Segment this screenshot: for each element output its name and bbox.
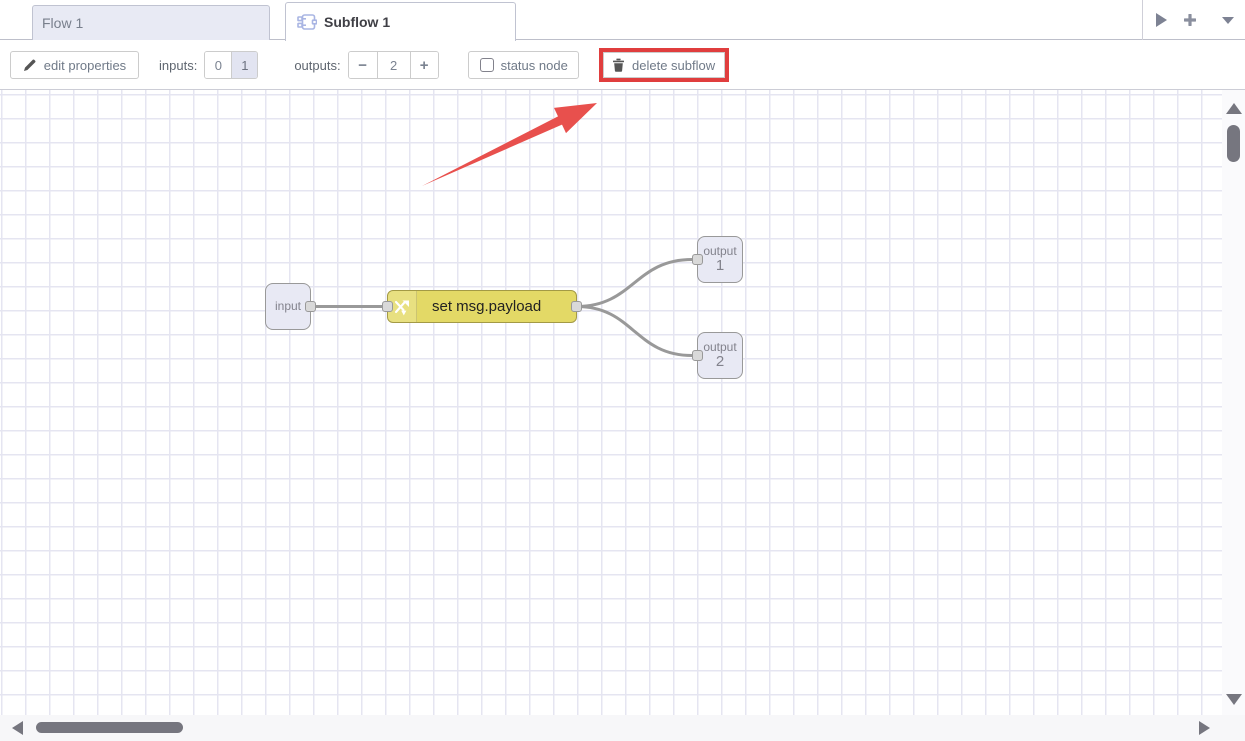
vertical-scroll-thumb[interactable] (1227, 125, 1240, 162)
scroll-left-arrow[interactable] (12, 721, 23, 735)
caret-down-icon (1222, 16, 1234, 24)
tabbar-divider (1142, 0, 1143, 40)
wire[interactable] (575, 305, 694, 357)
add-flow-button[interactable] (1177, 0, 1203, 40)
output-port[interactable] (571, 300, 582, 312)
node-label: output (703, 340, 737, 354)
horizontal-scrollbar (0, 715, 1245, 741)
play-icon (1155, 13, 1167, 27)
scroll-down-arrow[interactable] (1226, 694, 1242, 705)
delete-subflow-button[interactable]: delete subflow (602, 52, 725, 78)
subflow-toolbar: edit properties inputs: 0 1 outputs: − 2… (0, 41, 1245, 90)
shuffle-icon (388, 291, 417, 322)
annotation-highlight-box: delete subflow (598, 48, 729, 82)
inputs-option-1[interactable]: 1 (231, 52, 258, 78)
next-tab-button[interactable] (1148, 0, 1174, 40)
node-output-number: 2 (715, 353, 725, 370)
tab-list-button[interactable] (1215, 0, 1241, 40)
flow-canvas[interactable]: input set msg.payload output 1 (0, 90, 1222, 715)
node-change-set-msg-payload[interactable]: set msg.payload (382, 290, 582, 323)
tab-subflow-1-label: Subflow 1 (324, 14, 391, 30)
node-subflow-output-2[interactable]: output 2 (692, 332, 743, 379)
outputs-stepper: − 2 + (347, 51, 439, 79)
trash-icon (613, 58, 625, 72)
status-node-button[interactable]: status node (467, 51, 579, 79)
node-label: input (274, 299, 302, 313)
edit-properties-button[interactable]: edit properties (10, 51, 139, 79)
status-node-checkbox[interactable] (479, 58, 494, 72)
output-port[interactable] (305, 300, 316, 312)
scroll-right-arrow[interactable] (1199, 721, 1210, 735)
tab-subflow-1[interactable]: Subflow 1 (285, 2, 516, 41)
vertical-scrollbar (1222, 90, 1245, 715)
input-port[interactable] (692, 349, 703, 361)
tab-flow-1[interactable]: Flow 1 (32, 5, 270, 40)
delete-subflow-label: delete subflow (632, 57, 716, 73)
status-node-label: status node (500, 57, 568, 73)
inputs-label: inputs: (159, 57, 198, 73)
wire[interactable] (575, 258, 694, 308)
inputs-toggle-group: 0 1 (204, 51, 259, 79)
workspace-tab-bar: Flow 1 Subflow 1 (0, 0, 1245, 41)
outputs-decrease-button[interactable]: − (348, 52, 377, 78)
edit-properties-label: edit properties (43, 57, 127, 73)
node-subflow-input[interactable]: input (265, 283, 316, 330)
inputs-option-0[interactable]: 0 (205, 52, 232, 78)
outputs-label: outputs: (294, 57, 341, 73)
wires-layer (311, 258, 694, 357)
node-label: output (703, 244, 737, 258)
plus-icon (1184, 14, 1196, 26)
input-port[interactable] (382, 300, 393, 312)
tab-flow-1-label: Flow 1 (42, 15, 84, 31)
node-output-number: 1 (715, 257, 725, 274)
input-port[interactable] (692, 253, 703, 265)
node-label: set msg.payload (432, 298, 542, 315)
outputs-increase-button[interactable]: + (409, 52, 438, 78)
outputs-value: 2 (376, 52, 410, 78)
subflow-icon (297, 12, 317, 32)
horizontal-scroll-thumb[interactable] (36, 722, 183, 733)
node-subflow-output-1[interactable]: output 1 (692, 236, 743, 283)
scroll-up-arrow[interactable] (1226, 103, 1242, 114)
pencil-icon (23, 59, 36, 71)
